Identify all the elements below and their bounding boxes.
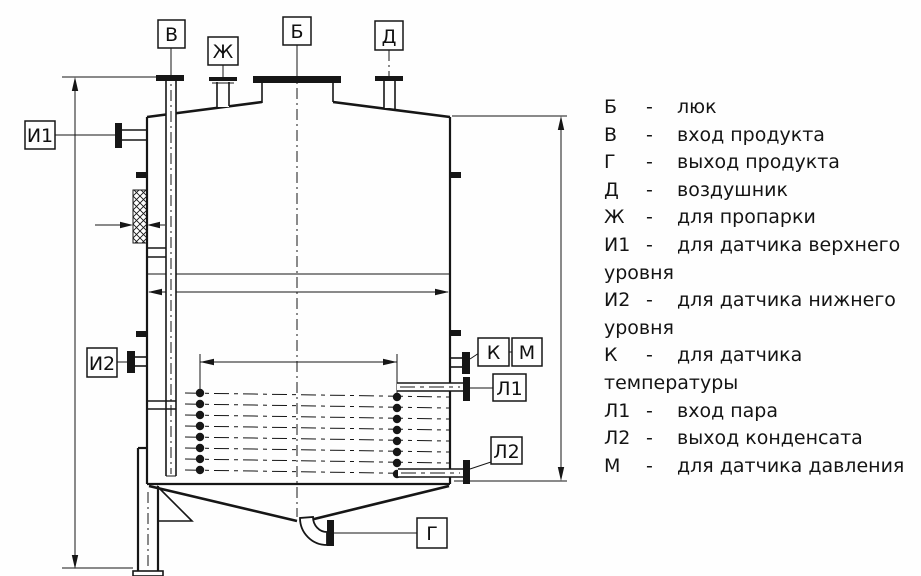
label-box-zh bbox=[207, 36, 239, 66]
label-k: К bbox=[487, 342, 501, 364]
legend-key: Д bbox=[604, 178, 619, 201]
legend-entry-m: М - для датчика давления bbox=[604, 453, 906, 481]
legend-entry-d: Д - воздушник bbox=[604, 177, 906, 205]
nozzle-zh bbox=[209, 65, 237, 108]
nozzle-i1 bbox=[115, 123, 147, 148]
legend-key: М bbox=[604, 454, 621, 477]
legend-key: И1 bbox=[604, 233, 631, 256]
legend-key: Ж bbox=[604, 206, 625, 229]
legend-desc: вход продукта bbox=[677, 123, 825, 146]
legend-desc: выход конденсата bbox=[677, 427, 863, 450]
legend-desc: вход пара bbox=[677, 399, 779, 422]
label-box-v bbox=[157, 19, 186, 49]
legend-key: И2 bbox=[604, 289, 631, 312]
wall-lug bbox=[136, 172, 147, 178]
crosshatch-strip bbox=[132, 189, 148, 244]
legend-entry-l2: Л2- выход конденсата bbox=[604, 425, 906, 453]
legend-key: Л1 bbox=[604, 399, 631, 422]
nozzle-d bbox=[375, 50, 403, 110]
nozzle-l2 bbox=[398, 460, 470, 484]
legend-desc: для пропарки bbox=[677, 206, 816, 229]
coil-tube-dots bbox=[195, 388, 402, 479]
legend-dash: - bbox=[646, 344, 653, 367]
legend-entry-zh: Ж- для пропарки bbox=[604, 204, 906, 232]
label-i2: И2 bbox=[89, 353, 115, 375]
legend-dash: - bbox=[646, 427, 653, 450]
legend-entry-k: К -для датчика температуры bbox=[604, 342, 906, 397]
label-box-i1 bbox=[24, 120, 56, 150]
wall-lug bbox=[450, 330, 461, 336]
legend-entry-i2: И2-для датчика нижнего уровня bbox=[604, 287, 906, 342]
nozzle-km bbox=[450, 352, 470, 374]
heating-coil bbox=[184, 388, 450, 479]
wall-lug bbox=[450, 172, 461, 178]
legend-entry-g: Г - выход продукта bbox=[604, 149, 906, 177]
legend-entry-v: В - вход продукта bbox=[604, 122, 906, 150]
legend-entry-l1: Л1- вход пара bbox=[604, 398, 906, 426]
label-i1: И1 bbox=[27, 125, 53, 147]
legend-dash: - bbox=[646, 123, 653, 146]
legend-key: К bbox=[604, 344, 618, 367]
legend-dash: - bbox=[646, 206, 653, 229]
legend-dash: - bbox=[646, 454, 653, 477]
dimension-lines bbox=[62, 76, 567, 569]
label-v: В bbox=[165, 24, 178, 46]
label-m: М bbox=[519, 342, 535, 364]
wall-lug bbox=[136, 331, 147, 337]
legend-dash: - bbox=[646, 399, 653, 422]
vessel-shell bbox=[132, 100, 461, 523]
labels: В Ж Б Д И1 И2 К М Л1 Л2 bbox=[24, 16, 543, 549]
support-leg bbox=[132, 446, 194, 576]
legend-desc: выход продукта bbox=[677, 151, 840, 174]
legend-desc: воздушник bbox=[677, 178, 788, 201]
label-l1: Л1 bbox=[496, 378, 522, 400]
label-box-m bbox=[511, 337, 543, 367]
label-box-d bbox=[374, 20, 404, 51]
vessel-diagram: В Ж Б Д И1 И2 К М Л1 Л2 bbox=[24, 16, 567, 576]
legend-key: В bbox=[604, 123, 618, 146]
outlet-g bbox=[299, 516, 334, 546]
label-box-l1 bbox=[492, 373, 527, 402]
label-box-l2 bbox=[490, 436, 523, 465]
legend-entry-b: Б - люк bbox=[604, 94, 906, 122]
label-b: Б bbox=[290, 21, 303, 43]
legend-desc: для датчика нижнего уровня bbox=[604, 289, 896, 339]
legend-desc: для датчика давления bbox=[677, 454, 905, 477]
legend-key: Г bbox=[604, 151, 616, 174]
nozzle-i2 bbox=[127, 351, 147, 373]
label-g: Г bbox=[426, 523, 438, 545]
legend-key: Б bbox=[604, 96, 618, 118]
legend: Б - люк В - вход продукта Г - выход продукта Д… bbox=[604, 94, 906, 480]
label-zh: Ж bbox=[213, 41, 234, 63]
legend-dash: - bbox=[646, 233, 653, 256]
label-box-g bbox=[416, 517, 448, 549]
legend-dash: - bbox=[646, 96, 653, 118]
nozzle-l1 bbox=[397, 377, 470, 401]
label-box-i2 bbox=[86, 347, 118, 378]
legend-dash: - bbox=[646, 151, 653, 174]
inlet-pipe-v bbox=[147, 48, 184, 477]
legend-dash: - bbox=[646, 178, 653, 201]
legend-desc: для датчика верхнего уровня bbox=[604, 233, 901, 284]
legend-dash: - bbox=[646, 289, 653, 312]
label-l2: Л2 bbox=[493, 441, 519, 463]
label-box-k bbox=[477, 337, 510, 367]
legend-entry-i1: И1-для датчика верхнего уровня bbox=[604, 232, 906, 287]
label-box-b bbox=[282, 16, 312, 46]
legend-key: Л2 bbox=[604, 427, 631, 450]
legend-desc: люк bbox=[677, 96, 717, 118]
legend-desc: для датчика температуры bbox=[604, 344, 803, 394]
label-d: Д bbox=[382, 26, 397, 48]
